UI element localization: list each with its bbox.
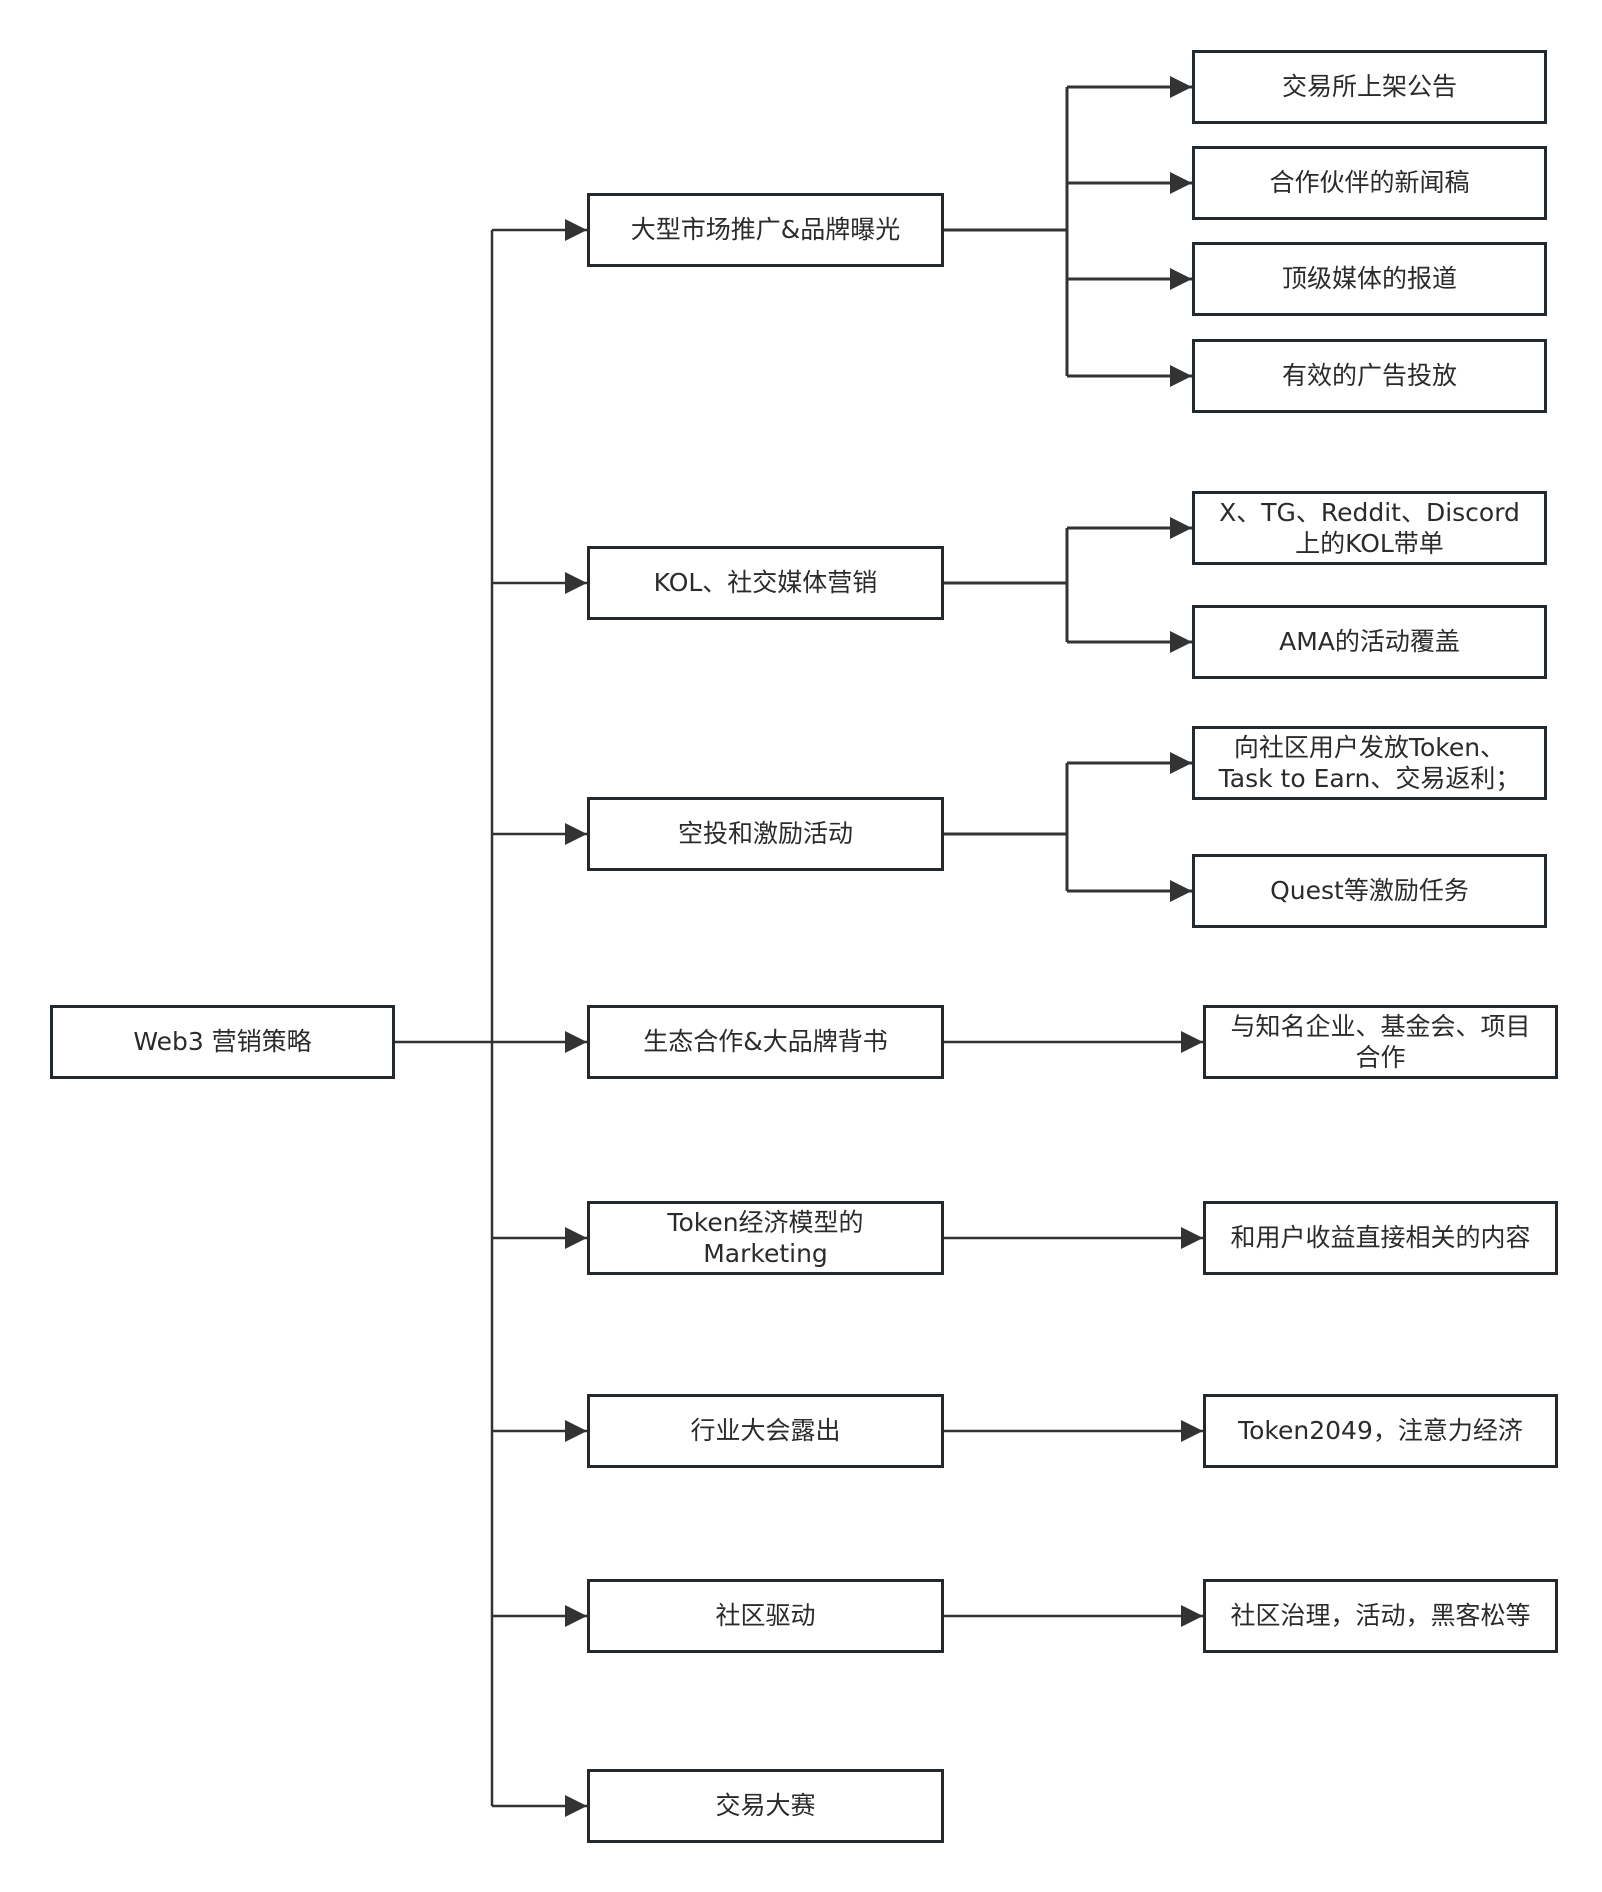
branch-label: 大型市场推广&品牌曝光 [630,215,901,244]
branch-label: 社区驱动 [715,1601,816,1630]
leaf-label: 有效的广告投放 [1281,361,1457,390]
leaf-node-token-distribution[interactable]: 向社区用户发放Token、 Task to Earn、交易返利； [1192,726,1547,800]
leaf-node-kol-platforms[interactable]: X、TG、Reddit、Discord 上的KOL带单 [1192,491,1547,565]
branch-node-brand-exposure[interactable]: 大型市场推广&品牌曝光 [587,193,944,267]
root-node-label: Web3 营销策略 [133,1027,312,1056]
leaf-node-advertising[interactable]: 有效的广告投放 [1192,339,1547,413]
branch-label: 交易大赛 [715,1791,816,1820]
leaf-label: Quest等激励任务 [1270,876,1469,905]
leaf-node-exchange-listing[interactable]: 交易所上架公告 [1192,50,1547,124]
branch-node-token-economics[interactable]: Token经济模型的 Marketing [587,1201,944,1275]
leaf-node-community-governance[interactable]: 社区治理，活动，黑客松等 [1203,1579,1558,1653]
leaf-label: 合作伙伴的新闻稿 [1269,168,1470,197]
branch-node-ecosystem-partnership[interactable]: 生态合作&大品牌背书 [587,1005,944,1079]
branch-label: KOL、社交媒体营销 [653,568,878,597]
leaf-label: X、TG、Reddit、Discord 上的KOL带单 [1219,498,1520,558]
leaf-label: AMA的活动覆盖 [1279,627,1460,656]
leaf-label: 交易所上架公告 [1281,72,1457,101]
branch-label: 生态合作&大品牌背书 [643,1027,888,1056]
leaf-node-ama-coverage[interactable]: AMA的活动覆盖 [1192,605,1547,679]
branch-node-kol-social[interactable]: KOL、社交媒体营销 [587,546,944,620]
leaf-node-enterprise-partners[interactable]: 与知名企业、基金会、项目 合作 [1203,1005,1558,1079]
branch-node-community-driven[interactable]: 社区驱动 [587,1579,944,1653]
leaf-node-token2049[interactable]: Token2049，注意力经济 [1203,1394,1558,1468]
leaf-node-top-media[interactable]: 顶级媒体的报道 [1192,242,1547,316]
leaf-node-user-earnings[interactable]: 和用户收益直接相关的内容 [1203,1201,1558,1275]
branch-node-trading-competition[interactable]: 交易大赛 [587,1769,944,1843]
branch-node-airdrop-incentives[interactable]: 空投和激励活动 [587,797,944,871]
leaf-label: 与知名企业、基金会、项目 合作 [1230,1012,1531,1072]
leaf-label: Token2049，注意力经济 [1238,1416,1523,1445]
leaf-node-partner-press[interactable]: 合作伙伴的新闻稿 [1192,146,1547,220]
leaf-label: 向社区用户发放Token、 Task to Earn、交易返利； [1218,733,1521,793]
leaf-label: 和用户收益直接相关的内容 [1230,1223,1531,1252]
leaf-label: 社区治理，活动，黑客松等 [1230,1601,1531,1630]
branch-label: Token经济模型的 Marketing [667,1208,864,1268]
branch-label: 空投和激励活动 [677,819,853,848]
leaf-label: 顶级媒体的报道 [1281,264,1457,293]
branch-node-industry-conference[interactable]: 行业大会露出 [587,1394,944,1468]
root-node[interactable]: Web3 营销策略 [50,1005,395,1079]
branch-label: 行业大会露出 [690,1416,841,1445]
leaf-node-quest-tasks[interactable]: Quest等激励任务 [1192,854,1547,928]
